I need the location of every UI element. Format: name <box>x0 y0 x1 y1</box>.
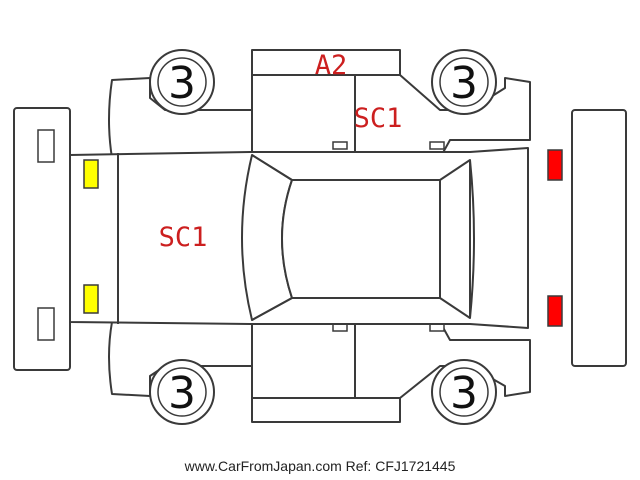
right-side-panel <box>108 321 531 399</box>
front-lamp-top <box>83 159 99 189</box>
tire-grade-rear-left: 3 <box>450 58 478 109</box>
wheel-front-left: 3 <box>149 49 215 115</box>
front-bumper-slot-bottom <box>37 307 55 341</box>
rear-door-handle-top <box>429 141 445 150</box>
rear-lamp-bottom <box>547 295 563 327</box>
rear-door-handle-bottom <box>429 323 445 332</box>
tire-grade-front-right: 3 <box>168 368 196 419</box>
a-pillar-bottom <box>251 297 293 321</box>
roof-rail-top <box>251 49 401 76</box>
tire-grade-rear-right: 3 <box>450 368 478 419</box>
front-door-handle-bottom <box>332 323 348 332</box>
wheel-rear-right: 3 <box>431 359 497 425</box>
front-lamp-bottom <box>83 284 99 314</box>
rear-window <box>439 159 475 319</box>
damage-code-roof: A2 <box>315 50 348 81</box>
front-bumper-slot-top <box>37 129 55 163</box>
front-door-handle-top <box>332 141 348 150</box>
wheel-front-right: 3 <box>149 359 215 425</box>
footer-reference: www.CarFromJapan.com Ref: CFJ1721445 <box>184 458 456 474</box>
rear-bumper <box>571 109 627 367</box>
wheel-rear-left: 3 <box>431 49 497 115</box>
sill-bottom <box>251 397 401 423</box>
rear-lamp-top <box>547 149 563 181</box>
damage-code-hood: SC1 <box>159 222 208 253</box>
damage-code-right-side: SC1 <box>354 103 403 134</box>
tire-grade-front-left: 3 <box>168 58 196 109</box>
a-pillar-top <box>251 154 293 181</box>
roof-panel <box>281 179 441 299</box>
